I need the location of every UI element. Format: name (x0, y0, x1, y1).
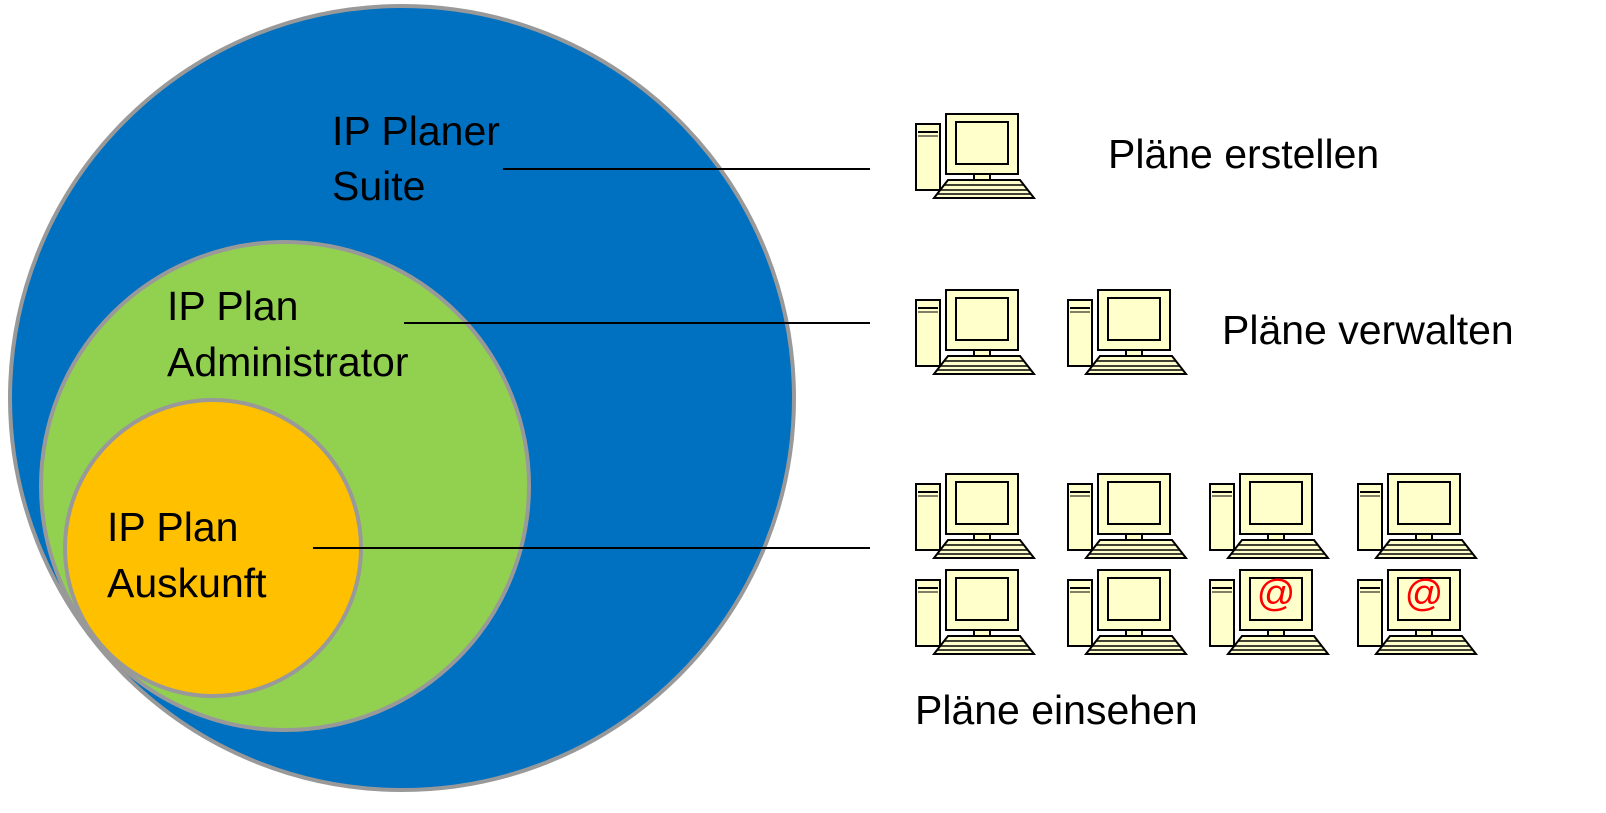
desktop-computer-icon (1067, 569, 1187, 655)
desktop-computer-icon (1357, 473, 1477, 559)
desktop-computer-icon (1067, 289, 1187, 375)
outer-circle-label-line1: IP Planer (332, 108, 500, 154)
desktop-computer-icon (915, 113, 1035, 199)
desktop-computer-icon (1067, 473, 1187, 559)
outer-circle-label-line2: Suite (332, 163, 425, 209)
inner-circle-label-line1: IP Plan (107, 504, 238, 550)
at-sign-icon: @ (1405, 573, 1444, 615)
desktop-computer-icon (915, 473, 1035, 559)
desktop-computer-icon (1209, 473, 1329, 559)
desktop-computer-icon (915, 569, 1035, 655)
at-sign-icon: @ (1257, 573, 1296, 615)
tier-label-plaene-verwalten: Pläne verwalten (1222, 307, 1514, 353)
desktop-computer-icon (915, 289, 1035, 375)
middle-circle-label-line2: Administrator (167, 339, 409, 385)
middle-circle-label-line1: IP Plan (167, 283, 298, 329)
tier-label-plaene-erstellen: Pläne erstellen (1108, 131, 1379, 177)
inner-circle-label-line2: Auskunft (107, 560, 267, 606)
tier-label-plaene-einsehen: Pläne einsehen (915, 687, 1198, 733)
